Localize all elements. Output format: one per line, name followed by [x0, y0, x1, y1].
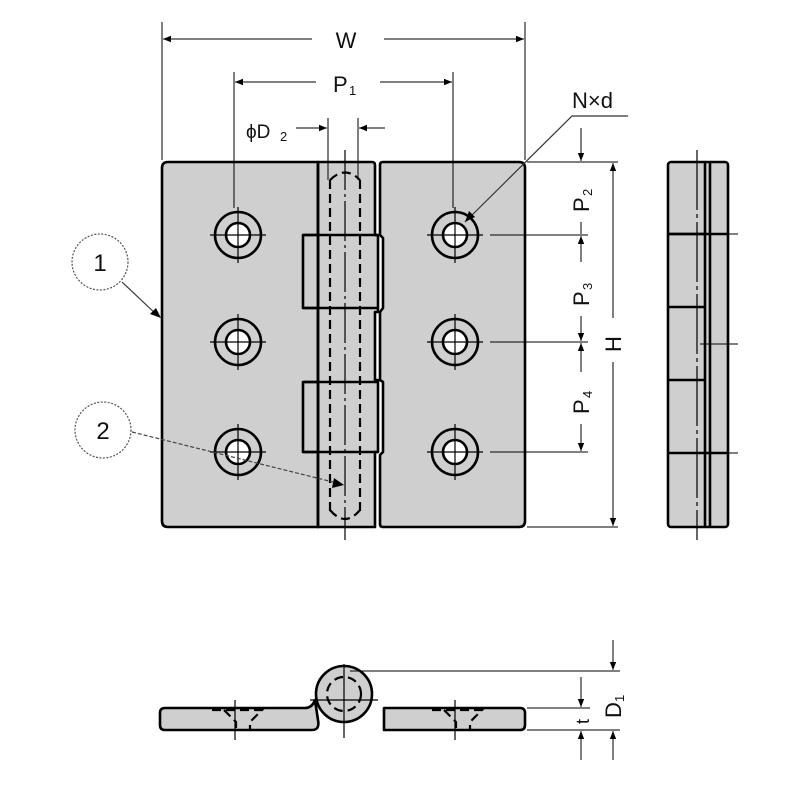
balloon-1: 1 — [71, 233, 161, 318]
label-h: H — [601, 336, 626, 352]
label-p1-sub: 1 — [349, 83, 356, 98]
label-nxd: N×d — [572, 88, 613, 113]
label-d1-sub: 1 — [612, 695, 627, 702]
label-p4-sub: 4 — [580, 391, 595, 398]
left-knuckle-lower — [301, 380, 320, 454]
dimension-p1: P 1 — [233, 72, 454, 208]
label-p2-sub: 2 — [580, 189, 595, 196]
hole — [427, 314, 483, 370]
side-view — [666, 150, 738, 540]
bottom-left-leaf — [158, 698, 320, 732]
label-p1: P — [333, 72, 348, 97]
hole — [427, 424, 483, 480]
hole — [427, 207, 483, 263]
dimension-vertical-pitches: P 2 P 3 P 4 H — [490, 128, 626, 528]
label-t: t — [573, 719, 593, 724]
label-w: W — [336, 28, 357, 53]
mounting-holes-right — [427, 207, 483, 480]
label-d2-sub: 2 — [280, 129, 287, 144]
hole — [210, 314, 266, 370]
balloon-2: 2 — [74, 401, 344, 488]
dimension-width: W — [161, 22, 526, 160]
label-p3: P — [569, 291, 594, 306]
label-d1: D — [601, 702, 626, 718]
dimension-holes-leader: N×d — [464, 88, 628, 223]
knuckle-strip — [316, 160, 380, 529]
dimension-pin-diameter: ϕD 2 — [246, 118, 385, 180]
svg-text:2: 2 — [96, 418, 109, 445]
mounting-holes-left — [210, 207, 266, 480]
svg-text:1: 1 — [93, 250, 106, 277]
hole — [210, 207, 266, 263]
left-knuckle-upper — [301, 233, 320, 310]
front-view — [160, 150, 527, 540]
label-p3-sub: 3 — [580, 283, 595, 290]
label-d2: ϕD — [246, 122, 270, 143]
hole — [210, 424, 266, 480]
label-p4: P — [569, 399, 594, 414]
label-p2: P — [569, 197, 594, 212]
bottom-view: t D 1 — [158, 640, 627, 760]
